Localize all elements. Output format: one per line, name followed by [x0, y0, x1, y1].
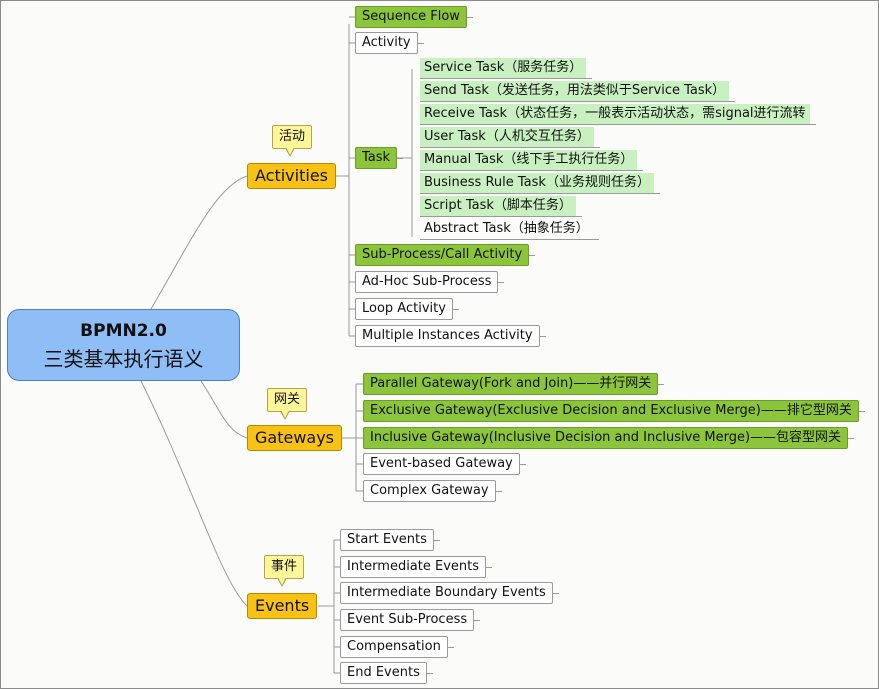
gateway-item[interactable]: Complex Gateway: [363, 480, 502, 502]
event-item[interactable]: Compensation: [340, 636, 454, 658]
callout-events: 事件: [264, 555, 305, 587]
activity-item[interactable]: Sub-Process/Call Activity: [355, 244, 536, 266]
gateway-item[interactable]: Exclusive Gateway(Exclusive Decision and…: [363, 400, 865, 422]
activity-item[interactable]: Multiple Instances Activity: [355, 325, 546, 347]
task-type-item[interactable]: Abstract Task（抽象任务）: [420, 219, 599, 240]
gateway-item[interactable]: Inclusive Gateway(Inclusive Decision and…: [363, 427, 855, 449]
callout-activities: 活动: [272, 125, 313, 157]
branch-gateways[interactable]: Gateways: [247, 425, 343, 451]
activity-item[interactable]: Activity: [355, 32, 424, 54]
branch-activities[interactable]: Activities: [247, 163, 336, 189]
root-subtitle: 三类基本执行语义: [43, 347, 204, 371]
task-type-item[interactable]: Script Task（脚本任务）: [420, 196, 582, 217]
gateway-item[interactable]: Parallel Gateway(Fork and Join)——并行网关: [363, 373, 665, 395]
activity-item[interactable]: Loop Activity: [355, 298, 459, 320]
task-type-item[interactable]: Receive Task（状态任务，一般表示活动状态，需signal进行流转: [420, 104, 816, 125]
task-type-item[interactable]: Send Task（发送任务，用法类似于Service Task）: [420, 81, 736, 102]
task-type-item[interactable]: Service Task（服务任务）: [420, 58, 593, 79]
task-type-item[interactable]: Manual Task（线下手工执行任务）: [420, 150, 644, 171]
root-topic[interactable]: BPMN2.0 三类基本执行语义: [7, 309, 240, 381]
callout-gateways: 网关: [267, 388, 308, 420]
branch-events[interactable]: Events: [247, 593, 318, 619]
task-type-item[interactable]: User Task（人机交互任务）: [420, 127, 600, 148]
event-item[interactable]: Event Sub-Process: [340, 609, 481, 631]
activity-item[interactable]: Sequence Flow: [355, 6, 473, 28]
activity-item-task[interactable]: Task: [355, 147, 404, 169]
task-type-item[interactable]: Business Rule Task（业务规则任务）: [420, 173, 660, 194]
root-title: BPMN2.0: [80, 321, 167, 341]
event-item[interactable]: Start Events: [340, 529, 440, 551]
event-item[interactable]: Intermediate Boundary Events: [340, 582, 559, 604]
gateway-item[interactable]: Event-based Gateway: [363, 453, 526, 475]
activity-item[interactable]: Ad-Hoc Sub-Process: [355, 271, 505, 293]
event-item[interactable]: End Events: [340, 662, 433, 684]
event-item[interactable]: Intermediate Events: [340, 556, 493, 578]
